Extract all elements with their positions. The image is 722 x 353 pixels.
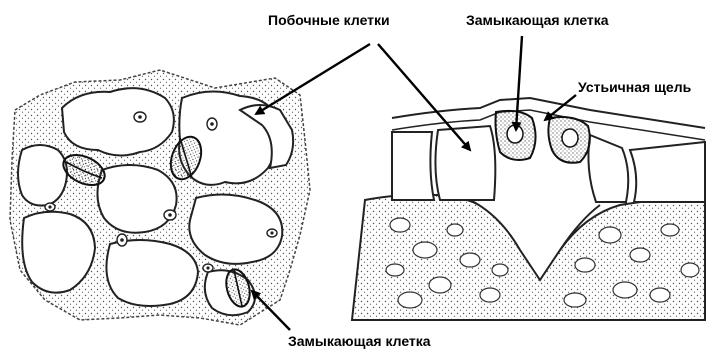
subsidiary-cell-right	[588, 135, 628, 202]
epidermal-cell	[97, 165, 176, 233]
guard-cell-section-right	[548, 117, 589, 163]
epidermal-cell	[18, 145, 67, 206]
epidermal-cell-far-left	[392, 132, 434, 200]
label-guard-cell-bottom: Замыкающая клетка	[288, 333, 431, 349]
epidermal-cell	[106, 240, 198, 306]
epidermal-cell	[62, 88, 174, 155]
label-stomatal-slit: Устьичная щель	[578, 79, 691, 95]
subsidiary-cell-left	[435, 126, 495, 200]
label-guard-cell-top: Замыкающая клетка	[466, 12, 609, 28]
guard-cell-section-left	[496, 111, 536, 160]
label-subsidiary-cells: Побочные клетки	[268, 12, 390, 28]
epidermal-cell-far-right	[630, 142, 705, 202]
leaf-cross-section	[352, 98, 705, 320]
